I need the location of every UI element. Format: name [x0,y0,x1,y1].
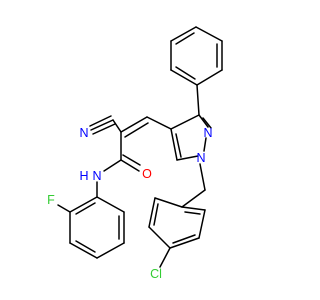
bond-fluorophenyl-ring [69,242,98,259]
bond-chlorophenyl-ring [154,197,183,208]
molecule-structure-canvas: N N H O N N F Cl [47,26,223,281]
bond-carbonyl-double [122,154,141,166]
bond-chlorophenyl-aromatic [172,234,196,244]
bonds [57,26,223,268]
atom-label-amide-h: H [79,169,88,183]
bond-chlorophenyl-aromatic [184,211,201,215]
bond-chlorophenyl-ring [181,206,206,211]
bond-alkene-double [124,122,149,138]
atom-label-amide-n: N [92,169,101,183]
atom-labels: N N H O N N F Cl [47,126,212,281]
bond-carbon-chlorine [159,247,171,268]
bond-pyrazole-n-to-methylene [199,163,206,191]
bond-nitrile-triple [92,123,116,135]
bond-vinyl-to-pyrazole [146,116,172,130]
bond-alkene-double [120,116,148,133]
bond-phenyl-aromatic [175,32,195,45]
bond-phenyl-ring [170,69,198,86]
bond-fluorophenyl-aromatic [75,202,96,215]
bond-phenyl-ring [170,26,197,42]
bond-chlorophenyl-ring [169,237,200,249]
bond-carbonyl-double [120,159,140,172]
atom-label-nitrile-n: N [79,126,88,140]
bond-pyrazole-ring [203,137,207,152]
bond-pyrazole-ring [170,128,178,161]
bond-fluorophenyl-ring [96,242,125,259]
bond-fluorophenyl-ring [96,196,125,213]
bond-chlorophenyl-ring [148,226,171,249]
bond-pyrazole-ring [170,114,200,130]
bond-pyrazole-ring [176,155,199,161]
atom-label-pyrazole-n2: N [203,126,212,140]
bond-pyrazole-to-phenyl [196,84,200,116]
bond-nitrile-triple [90,119,114,131]
bond-phenyl-aromatic [175,66,196,80]
bond-methylene-to-aryl [181,189,206,208]
bond-chlorophenyl-ring [148,197,156,228]
atom-label-fluorine: F [47,193,55,207]
bond-fluorophenyl-ring [69,196,98,213]
bond-carbonyl-to-amide-n [103,159,122,172]
bond-chlorophenyl-aromatic [153,203,159,226]
bond-carbon-fluorine [57,204,71,213]
bond-nitrile-triple [89,115,112,127]
bond-phenyl-ring [196,69,223,86]
bond-nitrile-to-alpha-carbon [112,119,122,133]
bond-pyrazole-aromatic [202,117,212,129]
bond-pyrazole-aromatic [175,133,182,158]
atom-label-pyrazole-n1: N [196,151,205,165]
bond-fluorophenyl-aromatic [75,240,96,253]
atom-label-carbonyl-o: O [142,167,152,181]
molecule-structure-drawing: N N H O N N F Cl [47,26,223,281]
bond-pyrazole-ring [198,114,209,128]
bond-chlorophenyl-ring [198,209,206,239]
atom-label-chlorine: Cl [150,267,162,281]
bond-phenyl-ring [195,26,223,42]
